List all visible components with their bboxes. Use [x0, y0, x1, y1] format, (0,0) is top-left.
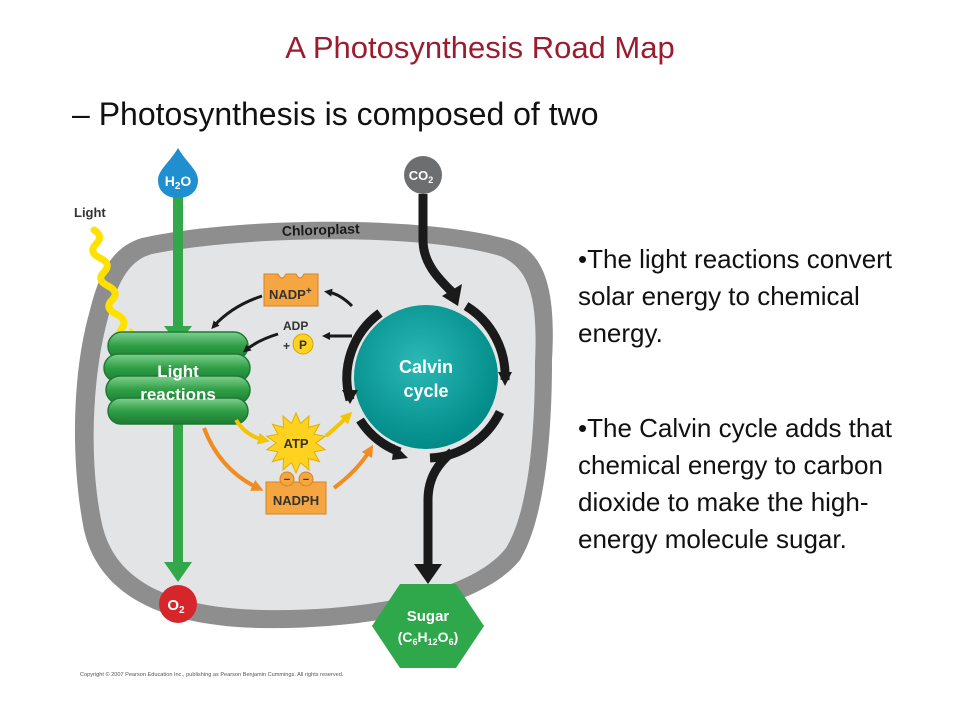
- phosphate-icon: P: [292, 333, 314, 355]
- svg-text:Sugar: Sugar: [407, 608, 450, 625]
- sugar-hexagon: Sugar (C6H12O6): [372, 584, 484, 668]
- adp-to-light-arrow: [242, 332, 279, 353]
- co2-icon: CO2: [404, 156, 442, 194]
- calvin-cycle-circle: Calvin cycle: [342, 302, 512, 463]
- water-drop-icon: H2O: [158, 148, 198, 198]
- svg-text:P: P: [299, 338, 307, 352]
- calvin-to-sugar-arrow: [423, 448, 455, 568]
- nadp-plus-box: NADP+: [263, 273, 319, 307]
- light-reactions-stack: Light reactions: [103, 331, 251, 425]
- svg-text:O2: O2: [167, 597, 185, 616]
- svg-text:−: −: [284, 474, 290, 486]
- copyright-text: Copyright © 2007 Pearson Education Inc.,…: [80, 671, 344, 678]
- nadph-box: − − NADPH: [265, 471, 327, 515]
- light-to-nadph-arrow: [202, 427, 264, 491]
- slide-subtitle: – Photosynthesis is composed of two: [72, 96, 599, 132]
- plus-label: +: [283, 339, 290, 353]
- nadph-to-calvin-arrow: [332, 444, 374, 490]
- atp-star: ATP: [265, 411, 327, 475]
- slide-title: A Photosynthesis Road Map: [285, 30, 675, 65]
- calvin-to-nadp-arrow: [324, 288, 354, 308]
- svg-text:H2O: H2O: [165, 173, 192, 192]
- nadp-to-light-arrow: [211, 294, 263, 329]
- calvin-label-1: Calvin: [399, 357, 453, 377]
- light-reactions-label-1: Light: [157, 362, 199, 381]
- light-reactions-label-2: reactions: [140, 385, 216, 404]
- adp-label: ADP: [283, 319, 308, 333]
- light-to-atp-arrow: [234, 418, 270, 445]
- atp-to-calvin-arrow: [324, 411, 353, 438]
- calvin-label-2: cycle: [403, 381, 448, 401]
- svg-text:CO2: CO2: [409, 168, 434, 185]
- light-label: Light: [74, 205, 106, 220]
- co2-to-calvin-arrow: [418, 194, 456, 296]
- svg-text:NADPH: NADPH: [273, 493, 319, 508]
- svg-text:−: −: [303, 474, 309, 486]
- bullet-light-reactions: •The light reactions convert solar energ…: [578, 244, 893, 348]
- oxygen-icon: O2: [159, 585, 197, 623]
- svg-text:ATP: ATP: [283, 436, 308, 451]
- svg-text:NADP+: NADP+: [269, 286, 312, 302]
- svg-text:(C6H12O6): (C6H12O6): [398, 629, 459, 647]
- chloroplast-label: Chloroplast: [282, 220, 361, 239]
- bullet-calvin-cycle: •The Calvin cycle adds that chemical ene…: [578, 413, 893, 554]
